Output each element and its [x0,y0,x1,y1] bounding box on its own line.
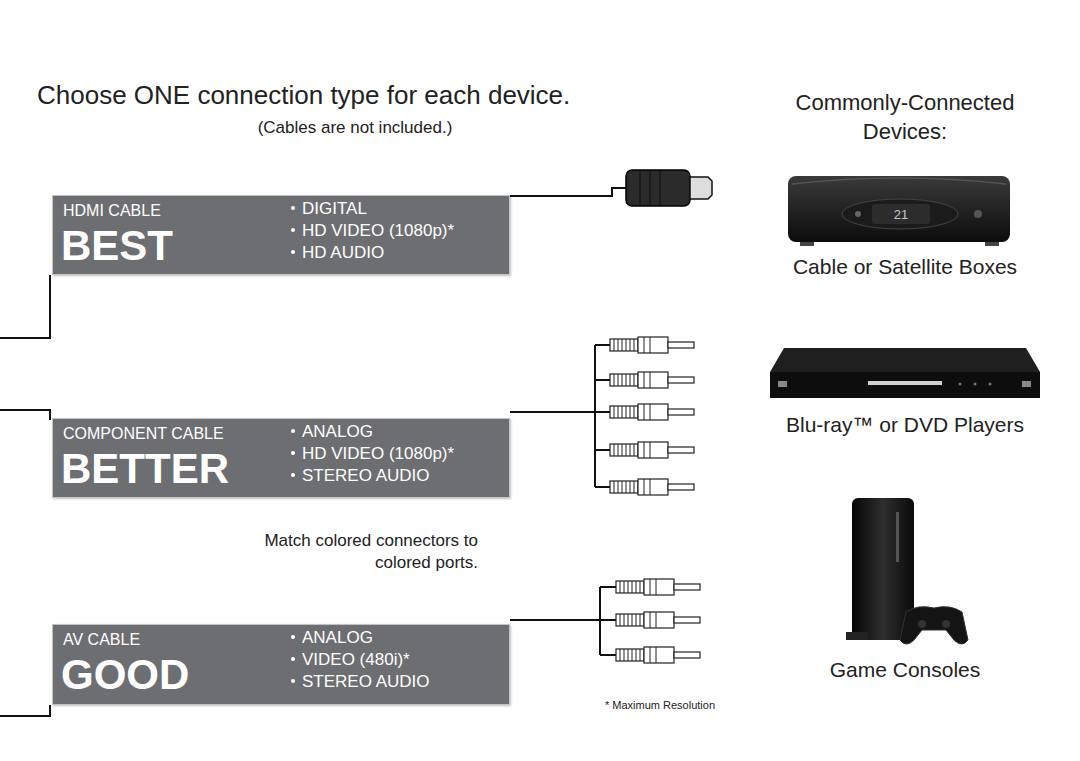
bullet [291,451,295,455]
wire [510,411,595,413]
feature: STEREO AUDIO [302,672,430,691]
display-digits: 21 [880,206,922,224]
note: Match colored connectors to colored port… [263,530,478,574]
wire [600,587,616,655]
title: Choose ONE connection type for each devi… [37,80,570,111]
bluray-player [770,348,1040,398]
rating: GOOD [61,651,189,699]
bullet [291,657,295,661]
bullet [291,228,295,232]
subtitle: (Cables are not included.) [200,118,510,138]
feature-row: STEREO AUDIO [291,671,430,693]
feature-row: HD VIDEO (1080p)* [291,220,454,242]
bullet [291,635,295,639]
device-caption: Game Consoles [755,657,1055,683]
device-caption: Cable or Satellite Boxes [755,254,1055,280]
feature-row: ANALOG [291,421,373,443]
wire [595,345,610,487]
cable-name: AV CABLE [63,631,140,649]
feature-row: DIGITAL [291,198,367,220]
feature-row: VIDEO (480i)* [291,649,410,671]
feature: STEREO AUDIO [302,466,430,485]
feature-row: STEREO AUDIO [291,465,430,487]
feature: VIDEO (480i)* [302,650,410,669]
feature-row: HD VIDEO (1080p)* [291,443,454,465]
feature-row: ANALOG [291,627,373,649]
connection-band: HDMI CABLE BEST DIGITAL HD VIDEO (1080p)* HD… [52,195,510,275]
wire [510,188,628,196]
bullet [291,250,295,254]
game-console [846,498,968,644]
wire [510,619,600,621]
connection-band: AV CABLE GOOD ANALOG VIDEO (480i)* STEREO AU… [52,624,510,705]
cable-box [788,176,1010,246]
feature: ANALOG [302,628,373,647]
bullet [291,206,295,210]
wire [0,705,50,716]
hdmi-plug [626,170,712,206]
device-caption: Blu-ray™ or DVD Players [745,412,1065,438]
feature: HD VIDEO (1080p)* [302,221,454,240]
cable-name: COMPONENT CABLE [63,425,224,443]
wire [0,410,50,420]
feature: ANALOG [302,422,373,441]
cable-name: HDMI CABLE [63,202,161,220]
feature-row: HD AUDIO [291,242,384,264]
feature: DIGITAL [302,199,367,218]
bullet [291,679,295,683]
bullet [291,473,295,477]
rating: BEST [61,222,173,270]
rating: BETTER [61,445,229,493]
bullet [291,429,295,433]
footnote: * Maximum Resolution [560,698,760,712]
wire [0,275,50,338]
feature: HD AUDIO [302,243,384,262]
devices-heading: Commonly-Connected Devices: [775,88,1035,146]
connection-band: COMPONENT CABLE BETTER ANALOG HD VIDEO (108… [52,418,510,498]
feature: HD VIDEO (1080p)* [302,444,454,463]
